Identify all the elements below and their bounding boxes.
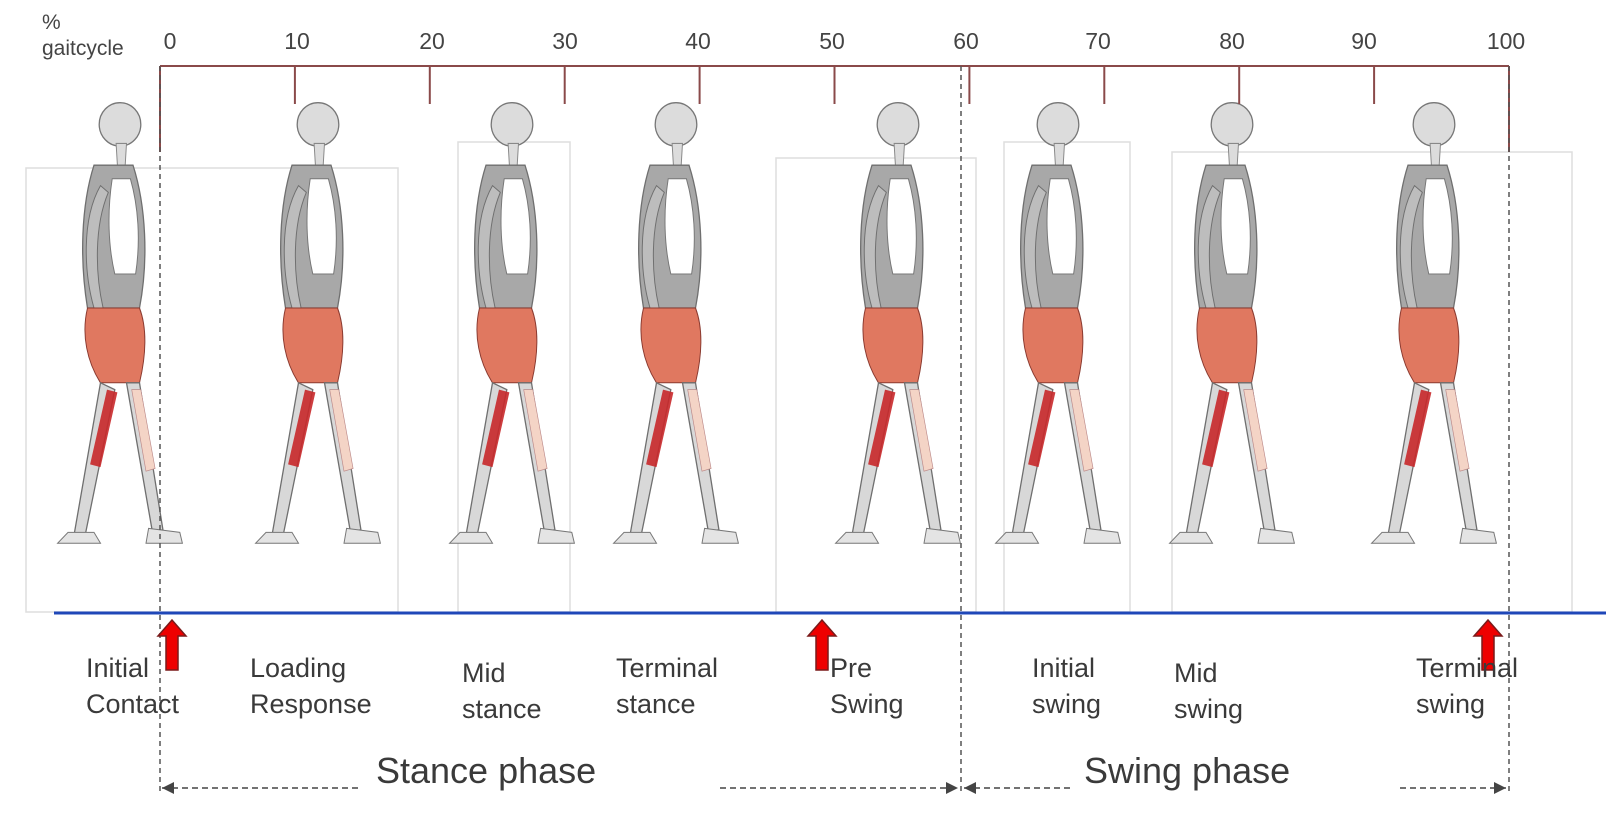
figure-pre-swing <box>836 103 961 544</box>
phase-label-line: Initial <box>86 650 179 686</box>
phase-label-line: swing <box>1416 686 1518 722</box>
phase-label-line: Swing <box>830 686 904 722</box>
phase-span-arrows <box>162 782 1506 794</box>
phase-label-line: Response <box>250 686 372 722</box>
stance-phase-label: Stance phase <box>376 750 596 792</box>
tick-label: 40 <box>685 28 711 55</box>
phase-label-loading-response: Loading Response <box>250 650 372 722</box>
tick-label: 50 <box>819 28 845 55</box>
phase-label-line: Terminal <box>616 650 718 686</box>
tick-label: 10 <box>284 28 310 55</box>
tick-label: 30 <box>552 28 578 55</box>
phase-label-mid-stance: Mid stance <box>462 655 542 727</box>
phase-label-line: Pre <box>830 650 904 686</box>
phase-label-line: Initial <box>1032 650 1101 686</box>
figure-mid-swing <box>1170 103 1295 544</box>
phase-label-line: swing <box>1032 686 1101 722</box>
tick-label: 0 <box>164 28 177 55</box>
phase-label-initial-swing: Initial swing <box>1032 650 1101 722</box>
axis-title: % gaitcycle <box>42 10 124 62</box>
tick-label: 70 <box>1085 28 1111 55</box>
tick-label: 90 <box>1351 28 1377 55</box>
phase-label-initial-contact: Initial Contact <box>86 650 179 722</box>
swing-phase-label: Swing phase <box>1084 750 1290 792</box>
phase-label-mid-swing: Mid swing <box>1174 655 1243 727</box>
percent-scale <box>160 66 1509 152</box>
figure-terminal-stance <box>614 103 739 544</box>
tick-label: 80 <box>1219 28 1245 55</box>
axis-title-line2: gaitcycle <box>42 36 124 62</box>
tick-label: 20 <box>419 28 445 55</box>
figure-mid-stance <box>450 103 575 544</box>
phase-label-line: swing <box>1174 691 1243 727</box>
phase-label-pre-swing: Pre Swing <box>830 650 904 722</box>
tick-label: 60 <box>953 28 979 55</box>
phase-label-terminal-stance: Terminal stance <box>616 650 718 722</box>
phase-label-line: Loading <box>250 650 372 686</box>
phase-label-line: Mid <box>1174 655 1243 691</box>
axis-title-line1: % <box>42 10 124 36</box>
phase-label-line: stance <box>616 686 718 722</box>
figure-initial-swing <box>996 103 1121 544</box>
figure-terminal-swing <box>1372 103 1497 544</box>
phase-label-terminal-swing: Terminal swing <box>1416 650 1518 722</box>
scale-ticks <box>160 66 1509 152</box>
phase-label-line: Terminal <box>1416 650 1518 686</box>
phase-label-line: Mid <box>462 655 542 691</box>
phase-label-line: Contact <box>86 686 179 722</box>
tick-label: 100 <box>1487 28 1525 55</box>
phase-label-line: stance <box>462 691 542 727</box>
